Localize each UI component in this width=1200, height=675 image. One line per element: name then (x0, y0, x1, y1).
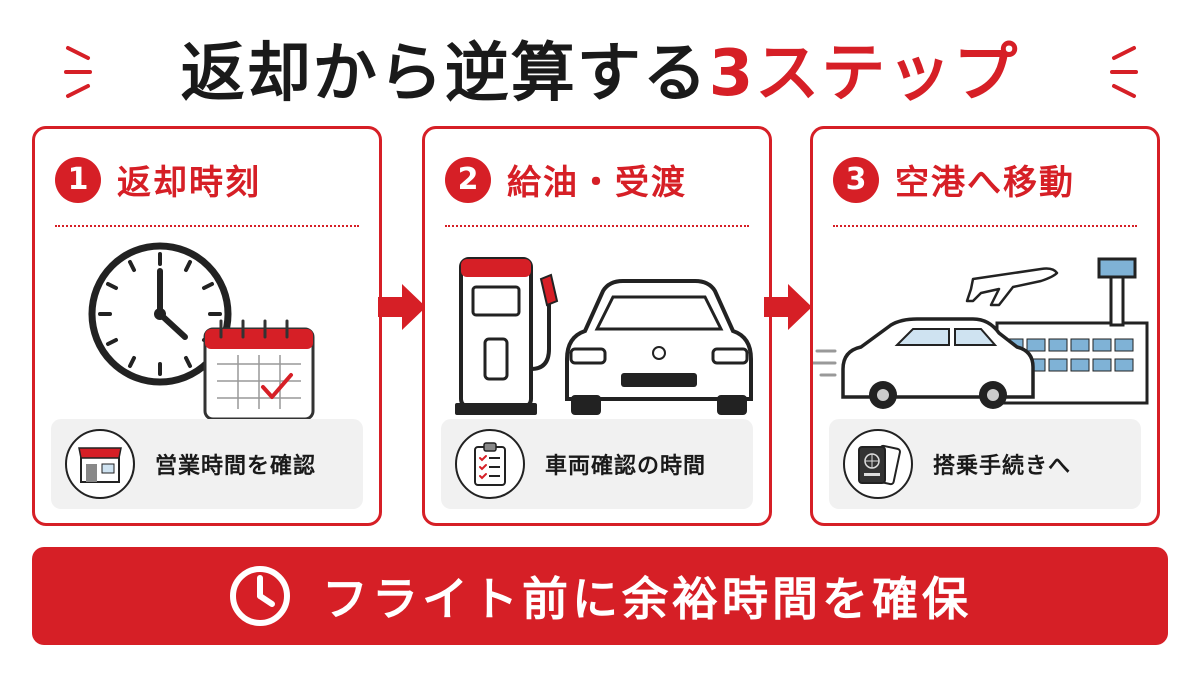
step-number-badge: 2 (445, 156, 491, 203)
title-main: 返却から逆算する (180, 37, 709, 111)
summary-banner: フライト前に余裕時間を確保 (32, 547, 1168, 645)
step-arrow-icon (378, 284, 426, 330)
step-illustration (455, 257, 753, 415)
dotted-divider (833, 225, 1137, 227)
calendar-icon (203, 319, 315, 421)
step-arrow-icon (764, 284, 812, 330)
step-illustration (88, 242, 315, 421)
step-card-1: 1 返却時刻 (32, 126, 382, 526)
step-title: 給油・受渡 (507, 163, 687, 203)
step-number-badge: 1 (55, 156, 101, 203)
store-icon (65, 429, 135, 499)
step-note: 搭乗手続きへ (829, 419, 1141, 509)
step-header: 1 返却時刻 (55, 155, 261, 204)
title-accent: 3ステップ (708, 37, 1020, 111)
dotted-divider (55, 225, 359, 227)
passport-ticket-icon (843, 429, 913, 499)
car-icon (813, 317, 1035, 409)
banner-text: フライト前に余裕時間を確保 (322, 572, 972, 626)
step-header: 2 給油・受渡 (445, 155, 687, 204)
step-note-text: 搭乗手続きへ (933, 454, 1072, 479)
emphasis-lines-left (64, 46, 92, 98)
step-card-2: 2 給油・受渡 (422, 126, 772, 526)
step-card-3: 3 空港へ移動 (810, 126, 1160, 526)
step-note-text: 営業時間を確認 (155, 454, 317, 479)
step-illustration (813, 257, 1149, 409)
fuel-pump-icon (455, 257, 559, 415)
step-note: 車両確認の時間 (441, 419, 753, 509)
dotted-divider (445, 225, 749, 227)
clock-icon (230, 566, 290, 626)
step-title: 空港へ移動 (895, 163, 1075, 203)
airplane-icon (965, 267, 1059, 307)
step-note: 営業時間を確認 (51, 419, 363, 509)
emphasis-lines-right (1110, 46, 1138, 98)
car-icon (565, 279, 753, 415)
step-number-badge: 3 (833, 156, 879, 203)
step-header: 3 空港へ移動 (833, 155, 1075, 204)
clipboard-icon (455, 429, 525, 499)
step-title: 返却時刻 (117, 163, 261, 203)
clock-icon (88, 242, 232, 386)
step-note-text: 車両確認の時間 (545, 454, 707, 479)
